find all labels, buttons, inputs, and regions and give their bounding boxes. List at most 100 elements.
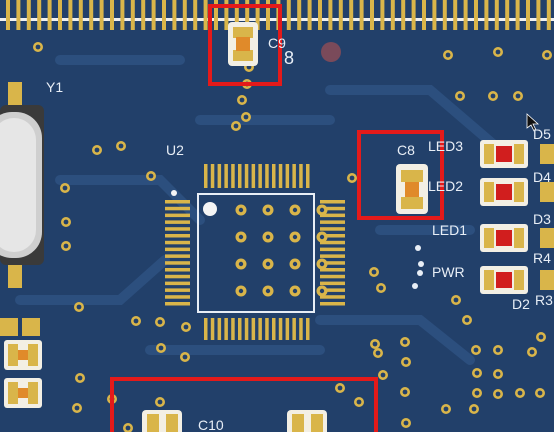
via-hole [544, 52, 550, 58]
via-hole [473, 347, 479, 353]
via-hole [158, 345, 164, 351]
via-hole [474, 370, 480, 376]
via-hole [148, 173, 154, 179]
chip-pin [165, 220, 190, 224]
via-hole [402, 339, 408, 345]
chip-pin [165, 281, 190, 286]
chip-pin [165, 247, 190, 252]
label-y1: Y1 [46, 79, 64, 95]
header-pin [422, 0, 426, 30]
via-hole [515, 93, 521, 99]
header-pin [286, 0, 291, 30]
small-dot [415, 245, 421, 251]
label-d2: D2 [512, 296, 530, 312]
header-pin [463, 0, 468, 30]
header-pin [526, 0, 530, 30]
highlight-box-c9 [208, 4, 282, 86]
highlight-box-c8 [357, 130, 444, 220]
via-hole [349, 175, 355, 181]
chip-pin [165, 295, 190, 299]
label-d5: D5 [533, 126, 551, 142]
header-pin [214, 0, 218, 30]
via-hole [443, 406, 449, 412]
chip-pin [320, 261, 345, 265]
via-hole [495, 49, 501, 55]
chip-pin [210, 164, 215, 188]
chip-pin [165, 200, 190, 204]
chip-pin [292, 164, 296, 188]
header-pin [484, 0, 489, 30]
via-hole [380, 372, 386, 378]
header-pin [401, 0, 406, 30]
chip-pin [272, 318, 276, 340]
chip-pin [231, 164, 235, 188]
chip-pin [320, 274, 345, 279]
header-pin [37, 0, 42, 30]
via-hole [239, 97, 245, 103]
chip-pin [265, 164, 269, 188]
chip-pin [224, 318, 228, 340]
via-hole [453, 297, 459, 303]
via-hole [233, 123, 239, 129]
chip-pin [251, 318, 256, 340]
thermal-via-hole [292, 288, 298, 294]
thermal-via-hole [238, 288, 244, 294]
chip-pin [210, 318, 215, 340]
header-pin [494, 0, 499, 30]
thermal-via-hole [238, 261, 244, 267]
chip-pin [320, 295, 345, 299]
via-hole [63, 219, 69, 225]
header-pin [442, 0, 447, 30]
via-hole [133, 318, 139, 324]
header-pin [505, 0, 510, 30]
header-pin [58, 0, 62, 30]
header-pin [370, 0, 374, 30]
via-hole [118, 143, 124, 149]
via-hole [125, 425, 131, 431]
led-die [496, 230, 512, 246]
via-hole [63, 243, 69, 249]
header-pin [6, 0, 10, 30]
via-hole [538, 334, 544, 340]
chip-u2 [165, 164, 345, 340]
chip-pin [320, 302, 345, 306]
vias [33, 42, 552, 432]
header-pin [172, 0, 177, 30]
led-pad [484, 270, 494, 290]
via-hole [74, 405, 80, 411]
via-hole [464, 317, 470, 323]
chip-pin [204, 164, 208, 188]
header-pin [338, 0, 343, 30]
chip-pin [165, 302, 190, 306]
led-pad [514, 182, 524, 202]
via-hole [356, 399, 362, 405]
via-hole [62, 185, 68, 191]
header-pin [515, 0, 520, 30]
via-hole [157, 399, 163, 405]
header-pin [234, 0, 239, 30]
header-pin [224, 0, 229, 30]
label-c9: C9 [268, 35, 286, 51]
chip-pin [272, 164, 276, 188]
via-hole [94, 147, 100, 153]
led-pad [514, 144, 524, 164]
via-hole [157, 319, 163, 325]
pin1-marker [203, 202, 217, 216]
header-pin [193, 0, 198, 30]
header-pin [307, 0, 312, 30]
chip-pin [292, 318, 296, 340]
header-pin [390, 0, 395, 30]
chip-pin [320, 247, 345, 252]
chip-pin [165, 213, 190, 218]
thermal-via-hole [319, 234, 325, 240]
chip-pin [165, 288, 190, 292]
copper-traces [15, 55, 505, 365]
via-hole [474, 390, 480, 396]
header-pins [0, 0, 554, 30]
chip-pin [299, 164, 303, 188]
label-c9-suffix: 8 [284, 48, 295, 68]
capacitor-c9 [228, 22, 341, 66]
via-hole [403, 359, 409, 365]
small-dot [412, 283, 418, 289]
header-pin [536, 0, 541, 30]
